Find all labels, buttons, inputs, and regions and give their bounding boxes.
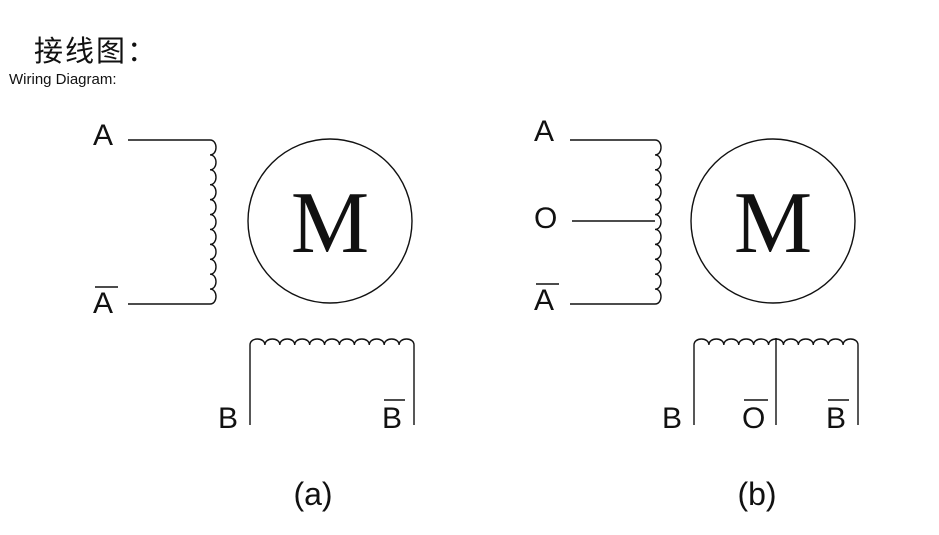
- caption-a: (a): [293, 476, 332, 512]
- coil-b-winding: [249, 338, 415, 346]
- terminal-b-label: B: [218, 402, 238, 435]
- diagram-a: A A M B B (a): [93, 119, 415, 512]
- diagram-b: A O A M B O B (b): [534, 115, 859, 512]
- motor-circle: [690, 138, 856, 304]
- terminal-a-bar-label: A: [534, 284, 554, 317]
- terminal-b-bar-label: B: [826, 402, 846, 435]
- title-chinese: 接线图：: [34, 34, 159, 68]
- motor-label: M: [291, 175, 369, 272]
- terminal-a-label: A: [93, 119, 113, 152]
- terminal-a-label: A: [534, 115, 554, 148]
- caption-b: (b): [737, 476, 776, 512]
- terminal-b-bar-label: B: [382, 402, 402, 435]
- title-english: Wiring Diagram:: [9, 71, 117, 88]
- motor-circle: [247, 138, 413, 304]
- terminal-o-bar-label: O: [742, 402, 765, 435]
- terminal-b-label: B: [662, 402, 682, 435]
- coil-a-winding: [654, 139, 662, 305]
- motor-label: M: [734, 175, 812, 272]
- coil-a-winding: [209, 139, 217, 305]
- terminal-a-bar-label: A: [93, 287, 113, 320]
- terminal-o-label: O: [534, 202, 557, 235]
